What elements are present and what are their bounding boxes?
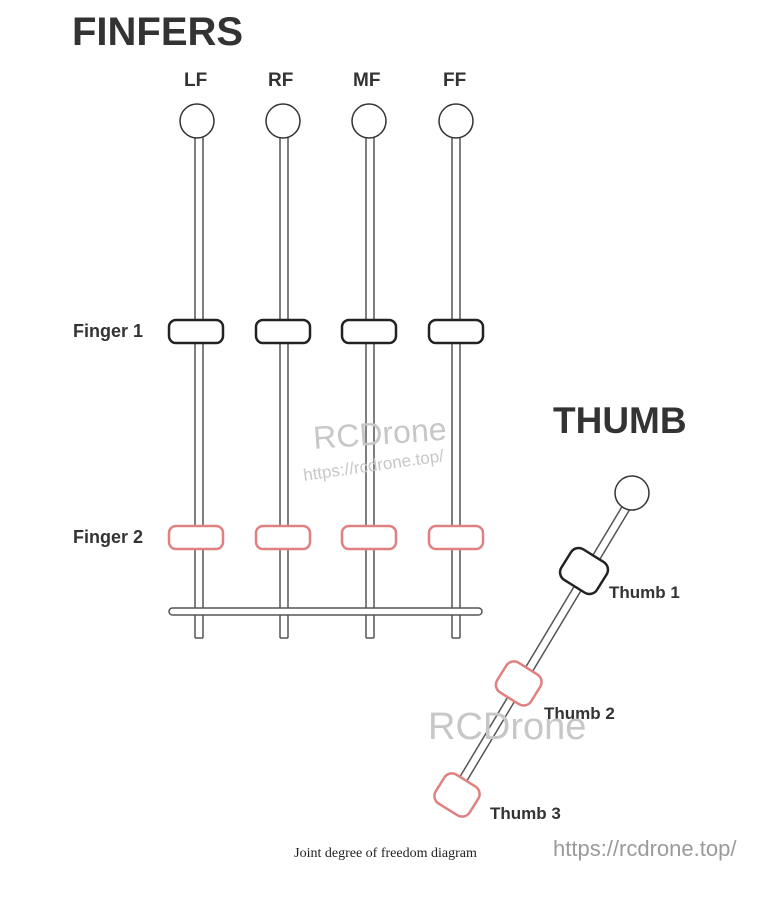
watermark-url-bottom: https://rcdrone.top/ bbox=[553, 836, 737, 861]
finger1-label: Finger 1 bbox=[73, 321, 144, 341]
thumb3-label: Thumb 3 bbox=[490, 804, 561, 823]
finger2-joint-rf bbox=[254, 524, 312, 551]
finger2-joint-ff bbox=[427, 524, 485, 551]
finger-rod-mf bbox=[365, 128, 375, 639]
fingertip-mf bbox=[351, 103, 387, 139]
finger1-joint-ff bbox=[427, 318, 485, 345]
fingertip-lf bbox=[179, 103, 215, 139]
finger-name-ff: FF bbox=[443, 70, 467, 91]
thumb1-joint bbox=[558, 546, 610, 596]
finger-name-rf: RF bbox=[268, 70, 294, 91]
finger-rod-lf bbox=[194, 128, 204, 639]
fingertip-ff bbox=[438, 103, 474, 139]
palm-crossbar bbox=[168, 607, 483, 616]
finger-rod-ff bbox=[451, 128, 461, 639]
finger1-joint-mf bbox=[340, 318, 398, 345]
fingertip-rf bbox=[265, 103, 301, 139]
finger2-joint-mf bbox=[340, 524, 398, 551]
finger-rod-rf bbox=[279, 128, 289, 639]
finger-name-lf: LF bbox=[184, 70, 208, 91]
finger-name-mf: MF bbox=[353, 70, 381, 91]
thumb2-label: Thumb 2 bbox=[544, 704, 615, 723]
finger1-joint-rf bbox=[254, 318, 312, 345]
diagram-caption: Joint degree of freedom diagram bbox=[294, 846, 477, 861]
watermark-brand-bottom: RCDrone bbox=[428, 706, 587, 748]
finger1-joint-lf bbox=[167, 318, 225, 345]
thumb-tip bbox=[614, 475, 650, 511]
thumb3-joint bbox=[433, 772, 481, 818]
thumb-rod bbox=[451, 499, 634, 795]
finger2-joint-lf bbox=[167, 524, 225, 551]
thumb2-joint bbox=[494, 660, 543, 707]
fingers-title: FINFERS bbox=[72, 10, 244, 54]
thumb1-label: Thumb 1 bbox=[609, 583, 680, 602]
thumb-title: THUMB bbox=[553, 400, 687, 441]
finger2-label: Finger 2 bbox=[73, 527, 144, 547]
